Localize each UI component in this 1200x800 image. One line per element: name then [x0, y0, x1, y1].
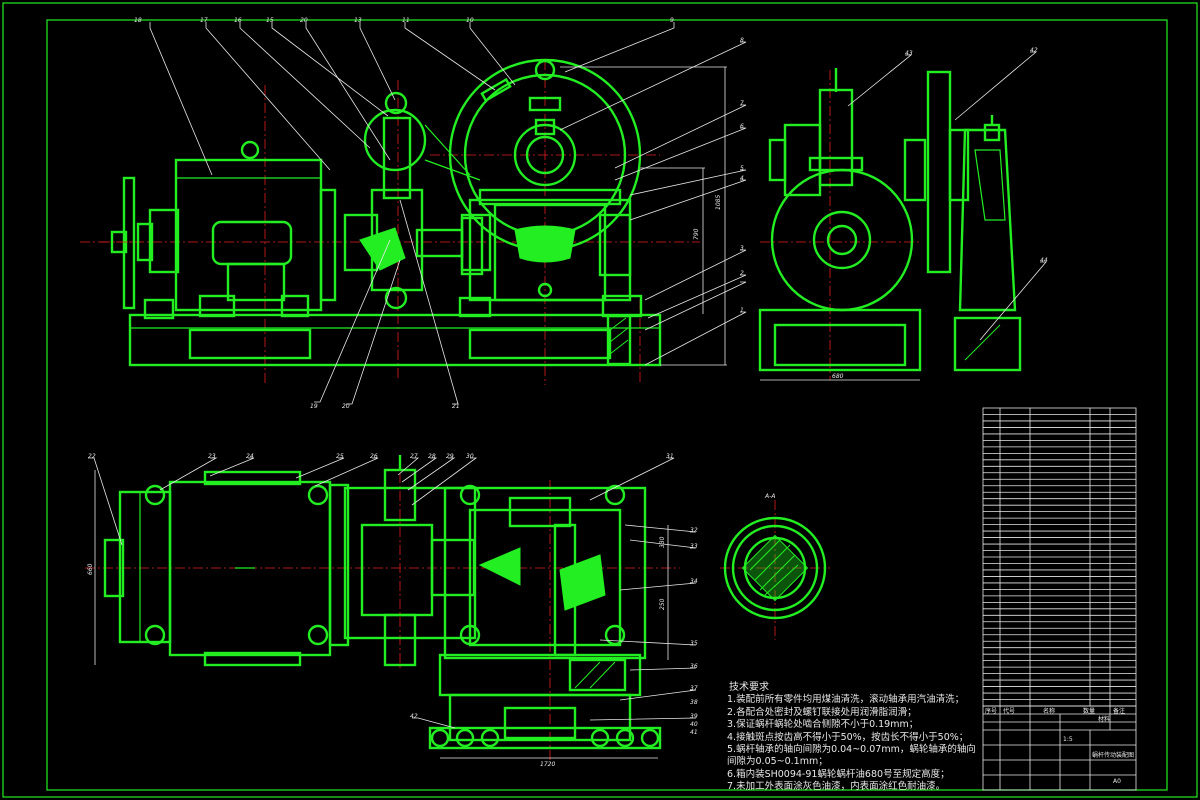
balloon-label: 17 — [200, 17, 208, 24]
dimension-label: 1720 — [540, 761, 555, 768]
balloon-label: 31 — [666, 453, 674, 460]
header-name: 名称 — [1043, 708, 1056, 715]
plan-view — [85, 455, 697, 760]
notes-title: 技术要求 — [729, 682, 769, 693]
balloon-label: 21 — [452, 403, 460, 410]
header-material: 材料 — [1098, 716, 1111, 723]
dimension-label: 680 — [832, 373, 844, 380]
balloon-label: 26 — [370, 453, 378, 460]
balloon-label: 22 — [88, 453, 96, 460]
balloon-label: 37 — [690, 685, 698, 692]
parts-list — [982, 407, 1137, 707]
section-a-a: A-A — [720, 493, 830, 640]
balloon-label: 9 — [670, 17, 674, 24]
balloon-label: 43 — [905, 50, 913, 57]
balloon-label: 42 — [410, 713, 418, 720]
balloon-label: 4 — [740, 175, 744, 182]
balloon-label: 3 — [740, 245, 744, 252]
balloon-label: 30 — [466, 453, 474, 460]
note-line: 3.保证蜗杆蜗轮处啮合侧隙不小于0.19mm； — [727, 719, 919, 731]
balloon-label: 40 — [690, 721, 698, 728]
header-code: 代号 — [1003, 708, 1016, 715]
balloon-label: 39 — [690, 713, 698, 720]
balloon-label: 42 — [1030, 47, 1038, 54]
balloon-label: 33 — [690, 543, 698, 550]
note-line: 7.未加工外表面涂灰色油漆，内表面涂红色耐油漆。 — [727, 781, 946, 793]
balloon-label: 19 — [310, 403, 318, 410]
side-view-balloons: 43 42 44 680 — [832, 47, 1048, 380]
balloon-label: 25 — [336, 453, 344, 460]
front-view-balloons: 18 17 16 15 20 13 11 10 9 8 7 6 5 4 3 2 … — [134, 17, 744, 410]
balloon-label: 34 — [690, 578, 698, 585]
inner-border — [46, 19, 1168, 791]
balloon-label: 23 — [208, 453, 216, 460]
header-index: 序号 — [985, 708, 998, 715]
note-line: 1.装配前所有零件均用煤油清洗，滚动轴承用汽油清洗； — [727, 694, 965, 706]
title-block-frame — [982, 705, 1137, 791]
header-qty: 数量 — [1083, 708, 1096, 715]
section-label: A-A — [764, 493, 775, 500]
plan-view-balloons: 22 23 24 25 26 27 28 29 30 31 32 33 34 3… — [87, 453, 698, 768]
note-line: 2.各配合处密封及螺钉联接处用润滑脂润滑； — [727, 706, 917, 718]
note-line: 4.接触斑点按齿高不得小于50%，按齿长不得小于50%； — [727, 731, 969, 743]
balloon-label: 32 — [690, 527, 698, 534]
balloon-label: 15 — [266, 17, 274, 24]
note-line: 间隙为0.05~0.1mm； — [727, 756, 828, 768]
balloon-label: 29 — [446, 453, 454, 460]
side-view — [758, 51, 1047, 381]
dimension-label: 330 — [659, 536, 666, 548]
balloon-label: 20 — [300, 17, 308, 24]
header-remark: 备注 — [1113, 708, 1126, 715]
balloon-label: 20 — [342, 403, 350, 410]
balloon-label: 11 — [402, 17, 410, 24]
balloon-label: 27 — [410, 453, 418, 460]
balloon-label: 10 — [466, 17, 474, 24]
balloon-label: 41 — [690, 729, 698, 736]
balloon-label: 5 — [740, 165, 744, 172]
balloon-label: 13 — [354, 17, 362, 24]
balloon-label: 28 — [428, 453, 436, 460]
balloon-label: 2 — [740, 270, 744, 277]
title-block: 序号 代号 名称 数量 材料 备注 蜗杆传动装配图 1:5 A0 — [983, 706, 1136, 790]
dimension-label: 250 — [659, 598, 666, 610]
balloon-label: 18 — [134, 17, 142, 24]
dimension-label: 790 — [693, 228, 700, 240]
balloon-label: 16 — [234, 17, 242, 24]
note-line: 5.蜗杆轴承的轴向间隙为0.04~0.07mm，蜗轮轴承的轴向 — [727, 744, 976, 756]
balloon-label: 24 — [246, 453, 254, 460]
balloon-label: 35 — [690, 640, 698, 647]
balloon-label: 36 — [690, 663, 698, 670]
balloon-label: 6 — [740, 123, 744, 130]
balloon-label: 7 — [740, 100, 744, 107]
balloon-label: 1 — [740, 307, 744, 314]
front-view — [80, 22, 747, 405]
sheet-size: A0 — [1113, 778, 1121, 785]
dimension-label: 1085 — [715, 195, 722, 210]
technical-requirements: 技术要求 1.装配前所有零件均用煤油清洗，滚动轴承用汽油清洗； 2.各配合处密封… — [727, 682, 987, 794]
note-line: 6.箱内装SH0094-91蜗轮蜗杆油680号至规定高度； — [727, 768, 950, 780]
scale-value: 1:5 — [1063, 736, 1073, 743]
drawing-name: 蜗杆传动装配图 — [1092, 752, 1135, 759]
balloon-label: 44 — [1040, 257, 1048, 264]
balloon-label: 38 — [690, 699, 698, 706]
dimension-label: 660 — [87, 563, 94, 575]
balloon-label: 8 — [740, 37, 744, 44]
